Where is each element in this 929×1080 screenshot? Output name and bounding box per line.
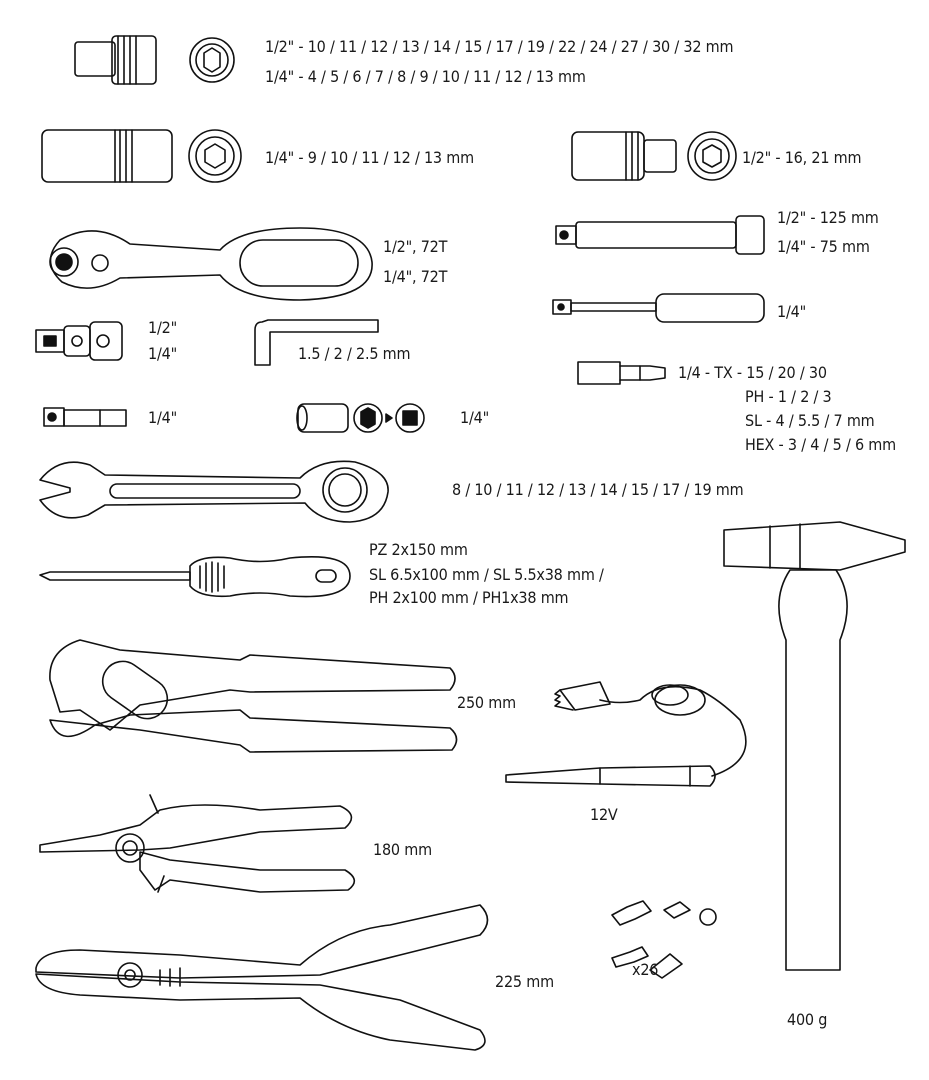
- screwdriver-label-3: PH 2x100 mm / PH1x38 mm: [369, 588, 569, 607]
- socket-adapter-label: 1/4": [460, 408, 489, 427]
- ratchet-quarter-label: 1/4", 72T: [383, 267, 448, 286]
- extension-half-label: 1/2" - 125 mm: [777, 208, 879, 227]
- bits-sl-label: SL - 4 / 5.5 / 7 mm: [745, 411, 875, 430]
- screwdriver-label-2: SL 6.5x100 mm / SL 5.5x38 mm /: [369, 565, 604, 584]
- hammer-label: 400 g: [787, 1010, 828, 1029]
- socket-adapter-icon: [296, 403, 425, 433]
- extension-quarter-label: 1/4" - 75 mm: [777, 237, 870, 256]
- crimping-pliers-label: 225 mm: [495, 972, 554, 991]
- deep-socket-icon: [41, 129, 242, 183]
- hammer-icon: [723, 521, 906, 971]
- spark-sockets-label: 1/2" - 16, 21 mm: [742, 148, 862, 167]
- terminals-icon: [611, 900, 717, 979]
- spinner-label: 1/4": [777, 302, 806, 321]
- ujoint-half-label: 1/2": [148, 318, 177, 337]
- combination-wrench-icon: [39, 460, 389, 523]
- bit-adapter-icon: [43, 407, 127, 427]
- terminals-label: x26: [632, 960, 659, 979]
- extension-bar-icon: [555, 215, 765, 255]
- socket-icon: [74, 35, 235, 85]
- wrenches-label: 8 / 10 / 11 / 12 / 13 / 14 / 15 / 17 / 1…: [452, 480, 744, 499]
- combination-pliers-label: 180 mm: [373, 840, 432, 859]
- sockets-half-inch-label: 1/2" - 10 / 11 / 12 / 13 / 14 / 15 / 17 …: [265, 37, 734, 56]
- bits-ph-label: PH - 1 / 2 / 3: [745, 387, 832, 406]
- screwdriver-bit-icon: [577, 361, 666, 385]
- bits-tx-label: 1/4 - TX - 15 / 20 / 30: [678, 363, 827, 382]
- ujoint-quarter-label: 1/4": [148, 344, 177, 363]
- water-pump-pliers-icon: [49, 639, 458, 753]
- crimping-pliers-icon: [35, 904, 489, 1051]
- water-pump-pliers-label: 250 mm: [457, 693, 516, 712]
- screwdriver-label-1: PZ 2x150 mm: [369, 540, 468, 559]
- ratchet-half-label: 1/2", 72T: [383, 237, 448, 256]
- spark-plug-socket-icon: [571, 131, 737, 181]
- hex-keys-label: 1.5 / 2 / 2.5 mm: [298, 344, 411, 363]
- universal-joint-icon: [35, 321, 123, 361]
- hex-key-icon: [254, 319, 379, 366]
- ratchet-icon: [49, 227, 373, 301]
- tester-label: 12V: [590, 805, 618, 824]
- combination-pliers-icon: [39, 794, 356, 893]
- sockets-quarter-inch-label: 1/4" - 4 / 5 / 6 / 7 / 8 / 9 / 10 / 11 /…: [265, 67, 586, 86]
- circuit-tester-icon: [505, 681, 747, 787]
- bits-hex-label: HEX - 3 / 4 / 5 / 6 mm: [745, 435, 896, 454]
- bit-adapter-label: 1/4": [148, 408, 177, 427]
- spinner-handle-icon: [552, 293, 765, 323]
- screwdriver-icon: [39, 556, 351, 598]
- deep-sockets-label: 1/4" - 9 / 10 / 11 / 12 / 13 mm: [265, 148, 474, 167]
